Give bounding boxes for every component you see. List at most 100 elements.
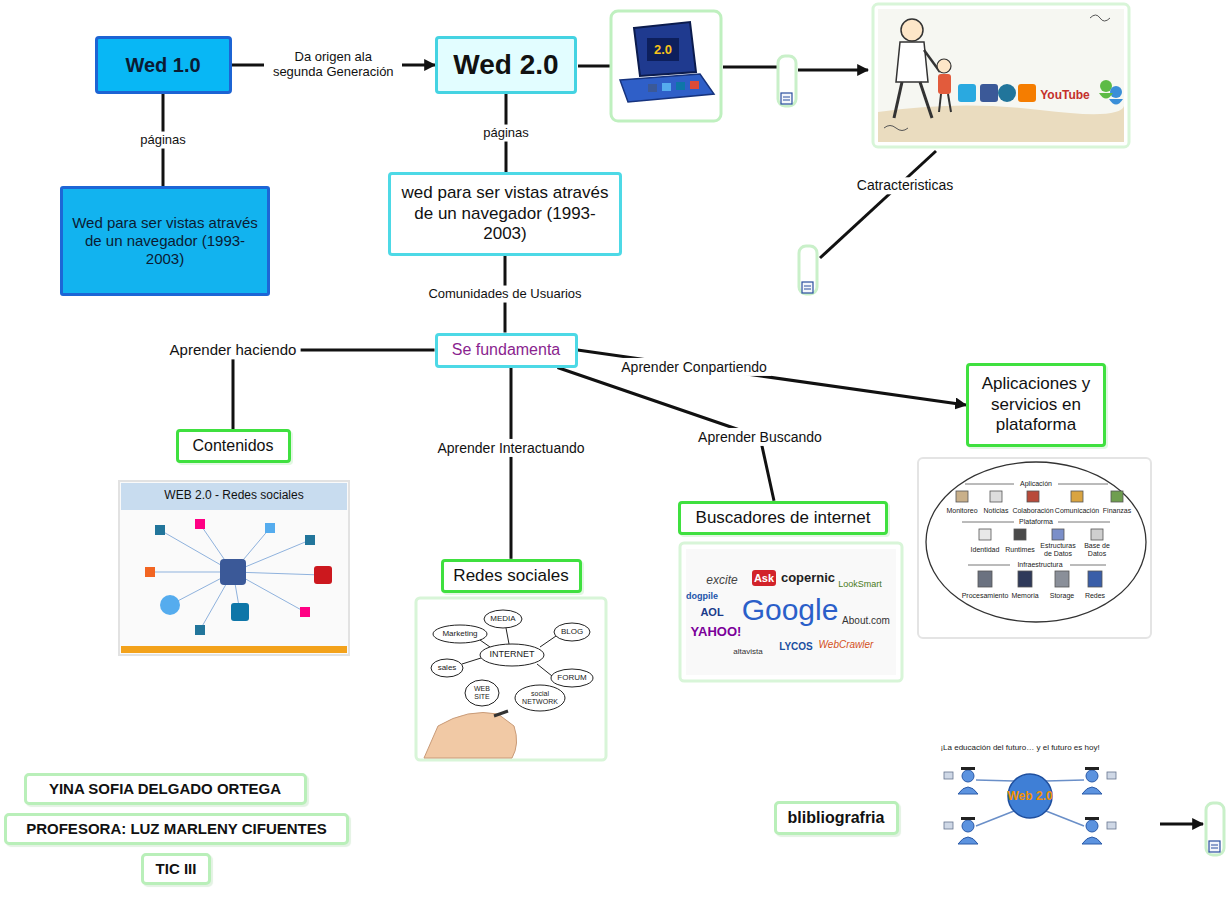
note-box [804, 289, 811, 290]
edge-label: Aprender Conpartiendo [617, 357, 771, 375]
cartoon-picture [873, 4, 1129, 147]
node-text: blibliografria [788, 808, 885, 827]
image-text: Identidad [971, 546, 1000, 554]
cloud-picture [968, 565, 1010, 566]
concept-box: Contenidos [176, 429, 291, 462]
education-picture [1085, 767, 1099, 770]
education-picture [1107, 822, 1116, 829]
concept-box: TIC III [141, 853, 211, 885]
search-engine-picture [680, 543, 902, 681]
education-picture [1008, 774, 1052, 818]
education-picture [1046, 811, 1084, 826]
node-text: Buscadores de internet [696, 508, 871, 528]
social-web-picture [515, 685, 565, 711]
education-picture [958, 787, 978, 794]
laptop-picture [634, 22, 696, 76]
social-web-picture [424, 713, 517, 759]
cartoon-picture [1090, 15, 1110, 21]
image-text: sales [438, 664, 457, 673]
image-text: About.com [842, 615, 890, 626]
image-text: WEB SITE [471, 685, 493, 700]
edge-label: Aprender haciendo [166, 340, 301, 359]
network-picture [305, 535, 315, 545]
cloud-picture [978, 571, 992, 587]
education-picture [958, 770, 1102, 844]
social-web-picture [416, 598, 606, 760]
connector-group [163, 65, 966, 559]
note-box [778, 56, 1224, 855]
image-text: Redes [1085, 592, 1105, 600]
cloud-picture [1058, 522, 1110, 523]
cloud-picture [1088, 571, 1102, 587]
laptop-picture [662, 83, 671, 91]
cartoon-picture [937, 59, 951, 73]
node-text: TIC III [156, 860, 197, 878]
concept-box: wed para ser vistas através de un navega… [388, 172, 622, 256]
image-text: LookSmart [838, 580, 882, 590]
node-text: Se fundamenta [452, 340, 561, 359]
image-text: Procesamiento [962, 592, 1009, 600]
cartoon-picture [878, 9, 1124, 142]
image-text: FORUM [557, 674, 586, 683]
image-text: WEB 2.0 - Redes sociales [164, 489, 303, 502]
concept-box: Buscadores de internet [678, 501, 888, 535]
image-text: Storage [1050, 592, 1075, 600]
image-text: WebCrawler [819, 639, 874, 650]
cartoon-picture [896, 42, 928, 82]
cartoon-picture [884, 126, 908, 131]
education-picture [962, 770, 974, 782]
cloud-picture [979, 529, 991, 540]
node-text: Redes sociales [453, 566, 568, 586]
search-engine-picture [686, 549, 896, 675]
concept-box: PROFESORA: LUZ MARLENY CIFUENTES [4, 813, 349, 845]
cartoon-picture [938, 74, 951, 94]
cartoon-picture [948, 94, 951, 112]
network-picture [231, 603, 249, 621]
image-text: Estructuras de Datos [1038, 542, 1078, 557]
social-web-picture [416, 598, 606, 760]
cloud-picture [926, 462, 1146, 622]
concept-box: blibliografria [774, 801, 899, 834]
image-text: MEDIA [490, 615, 515, 624]
note-box [802, 282, 813, 293]
network-picture [220, 559, 246, 585]
note-box [799, 246, 817, 294]
social-web-picture [433, 625, 487, 643]
network-picture [121, 646, 347, 653]
social-web-picture [494, 711, 508, 716]
cloud-picture [1070, 565, 1106, 566]
cloud-picture [956, 491, 968, 502]
leader-line [578, 66, 1203, 824]
leader-line [820, 151, 936, 258]
cloud-picture [1058, 484, 1108, 485]
education-picture [1086, 770, 1098, 782]
image-text: Noticias [984, 507, 1009, 515]
education-picture [944, 822, 953, 829]
education-picture [1046, 780, 1084, 781]
image-text: Ask [754, 572, 774, 584]
education-picture [962, 820, 974, 832]
cartoon-picture [939, 94, 941, 112]
network-picture [145, 567, 155, 577]
network-picture [300, 607, 310, 617]
note-box [1209, 841, 1220, 852]
education-picture [958, 837, 978, 844]
image-text: Memoria [1011, 592, 1038, 600]
note-box [804, 286, 811, 287]
cloud-picture [1018, 571, 1032, 587]
edge-label: Comunidades de Usuarios [424, 286, 585, 303]
cloud-picture [1052, 529, 1064, 540]
search-engine-picture [752, 570, 776, 586]
node-text: wed para ser vistas através de un navega… [400, 183, 610, 244]
node-text: PROFESORA: LUZ MARLENY CIFUENTES [26, 820, 327, 838]
edge-label: páginas [136, 132, 190, 149]
social-web-picture [480, 640, 490, 647]
social-web-picture [554, 623, 590, 641]
network-picture [119, 481, 349, 655]
education-picture [1107, 772, 1116, 779]
concept-box: YINA SOFIA DELGADO ORTEGA [24, 773, 307, 805]
image-text: dogpile [686, 592, 718, 602]
image-text: INTERNET [490, 650, 535, 660]
concept-box: Redes sociales [441, 559, 582, 593]
social-web-picture [465, 680, 499, 706]
